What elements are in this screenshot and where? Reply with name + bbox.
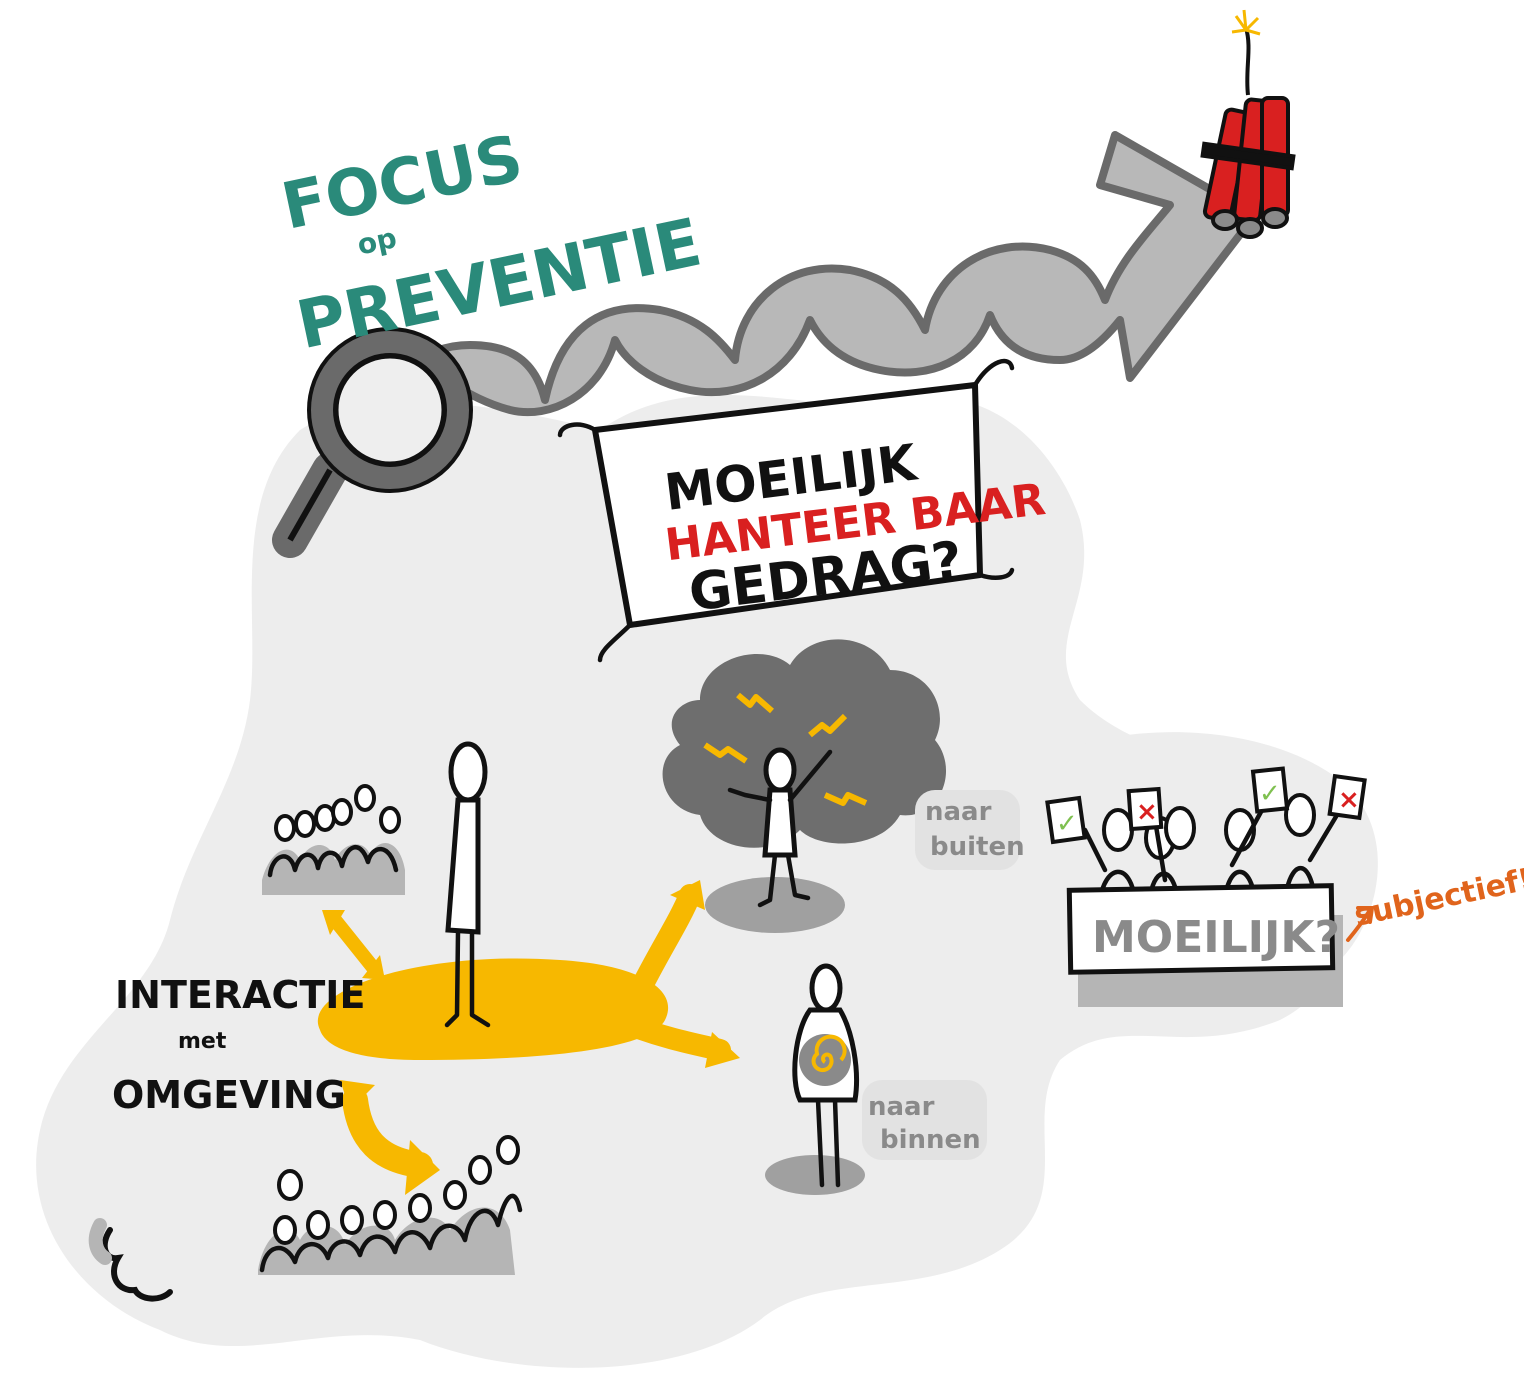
interaction-area	[317, 880, 740, 1195]
crowd-top	[262, 784, 405, 895]
shadow	[765, 1155, 865, 1195]
outward-line-2: buiten	[930, 832, 1025, 862]
title-line-1: FOCUS	[276, 122, 529, 245]
interaction-label: INTERACTIE met OMGEVING	[112, 973, 365, 1117]
decorative-scribble	[88, 1218, 112, 1265]
title-line-2: op	[354, 221, 399, 261]
inward-line-1: naar	[868, 1092, 935, 1122]
card-mark: ✓	[1056, 809, 1078, 839]
interaction-line-3: OMGEVING	[112, 1073, 346, 1117]
figure-outward	[727, 747, 833, 908]
figure-inward	[792, 963, 860, 1188]
magnifier-icon	[272, 327, 473, 558]
card: ✓	[1045, 795, 1087, 845]
outward-label: naar buiten	[915, 790, 1025, 870]
inward-label: naar binnen	[862, 1080, 987, 1160]
sign-text: MOEILIJK?	[1092, 912, 1340, 963]
interaction-line-1: INTERACTIE	[115, 973, 365, 1017]
jury-group: ✓ × ✓ × MOEILIJK?	[1045, 766, 1367, 1007]
card: ×	[1126, 786, 1164, 832]
storm-cloud-icon	[662, 639, 947, 848]
spiral-icon	[811, 1034, 847, 1073]
card: ×	[1327, 773, 1367, 821]
card: ✓	[1250, 766, 1290, 814]
dynamite-icon	[1200, 9, 1296, 239]
inward-line-2: binnen	[880, 1125, 981, 1155]
shadow	[705, 877, 845, 933]
growth-arrow	[371, 131, 1259, 434]
card-mark: ×	[1136, 797, 1158, 827]
card-mark: ×	[1338, 785, 1360, 815]
figure-center	[444, 741, 491, 1028]
outward-line-1: naar	[925, 797, 992, 827]
crowd-bottom	[258, 1135, 523, 1275]
card-mark: ✓	[1259, 779, 1281, 809]
interaction-line-2: met	[178, 1029, 227, 1054]
sign-board	[1066, 883, 1336, 975]
